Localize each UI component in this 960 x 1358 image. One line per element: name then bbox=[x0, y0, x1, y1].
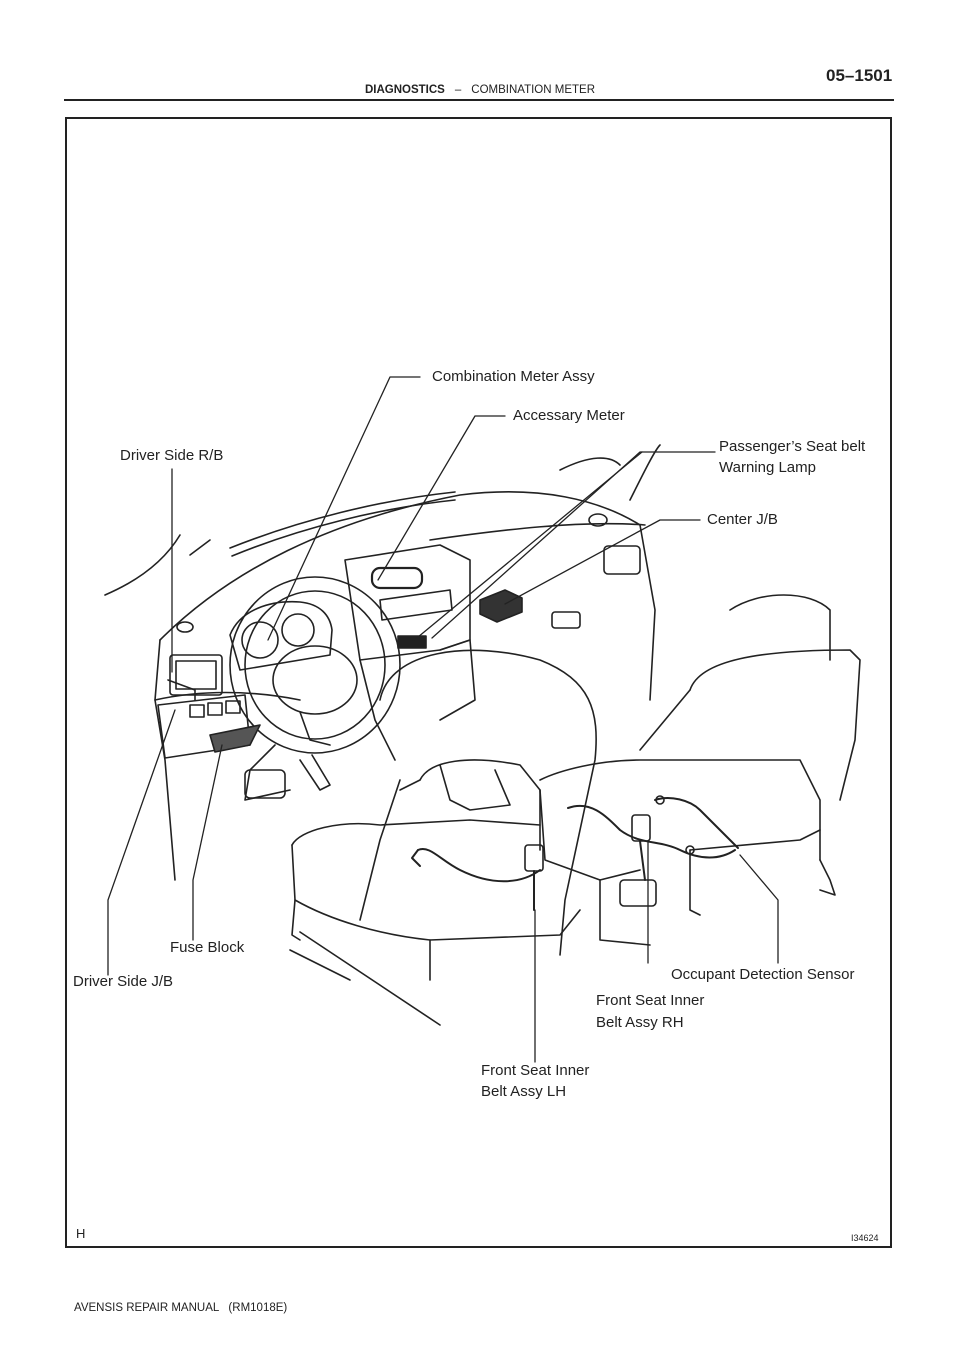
leader-lines bbox=[107, 376, 779, 1063]
figure-id: I34624 bbox=[851, 1233, 879, 1243]
label-front-seat-inner-lh-line2: Belt Assy LH bbox=[481, 1083, 567, 1100]
subsection-title: COMBINATION METER bbox=[471, 84, 595, 96]
running-header: DIAGNOSTICS–COMBINATION METER bbox=[0, 84, 960, 96]
label-occupant-detection-sensor: Occupant Detection Sensor bbox=[671, 966, 855, 983]
section-title: DIAGNOSTICS bbox=[364, 84, 445, 96]
figure-corner-mark: H bbox=[76, 1226, 86, 1241]
manual-footer: AVENSIS REPAIR MANUAL (RM1018E) bbox=[74, 1302, 288, 1314]
figure-frame bbox=[65, 117, 892, 1248]
label-center-jb: Center J/B bbox=[707, 511, 778, 528]
label-accessary-meter: Accessary Meter bbox=[513, 407, 625, 424]
label-combination-meter-assy: Combination Meter Assy bbox=[432, 368, 595, 385]
label-front-seat-inner-lh-line1: Front Seat Inner bbox=[481, 1062, 590, 1079]
label-fuse-block: Fuse Block bbox=[170, 939, 245, 956]
label-passenger-seat-belt-line2: Warning Lamp bbox=[719, 459, 816, 476]
label-front-seat-inner-rh-line2: Belt Assy RH bbox=[596, 1014, 684, 1031]
label-driver-side-rb: Driver Side R/B bbox=[120, 447, 224, 464]
page-number: 05–1501 bbox=[826, 66, 893, 85]
label-front-seat-inner-rh-line1: Front Seat Inner bbox=[596, 992, 705, 1009]
header-separator: – bbox=[454, 84, 462, 96]
label-driver-side-jb: Driver Side J/B bbox=[73, 973, 174, 990]
label-passenger-seat-belt-line1: Passenger’s Seat belt bbox=[719, 438, 866, 455]
header-rule bbox=[64, 99, 894, 101]
